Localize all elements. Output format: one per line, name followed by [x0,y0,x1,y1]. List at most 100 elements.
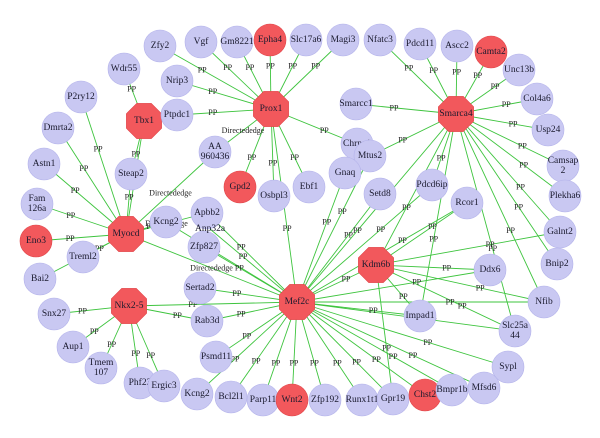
node-label: Osbpl3 [260,191,288,201]
edge-mef2c-bmpr1b [296,301,453,391]
edge-mef2c-anp32a [209,228,298,303]
edge-smarca4-kdm6b [375,113,457,266]
edge-label-mef2c-anp32a: PP [239,252,248,261]
node-label: Wnt2 [281,395,302,405]
node-wnt2: Wnt2 [275,383,309,417]
node-mtus2: Mtus2 [353,139,387,173]
node-nfib: Nfib [527,285,561,319]
node-smarca4: Smarca4 [438,96,474,132]
edge-label-mef2c-apbb2: PP [237,242,246,251]
edge-label-mef2c-bmpr1b: PP [389,352,398,361]
node-label: Bnip2 [545,259,568,269]
gene-node-circle [548,179,582,213]
node-zfy2: Zfy2 [143,29,177,63]
node-label: Bmpr1b [436,385,467,395]
edge-label-prox1-vgf: PP [223,63,232,72]
edge-label-myocd-fam126a: PP [66,211,75,220]
gene-node-circle [257,179,291,213]
edge-label-prox1-gm8221: PP [245,63,254,72]
gene-node-circle [37,297,71,331]
node-label: Pdcd6ip [416,180,447,190]
edge-mef2c-runx1t1 [296,301,363,401]
node-label: Kdm6b [362,260,391,270]
edge-myocd-p2ry12 [80,96,127,235]
edge-mef2c-nkx25 [128,301,298,307]
edge-mef2c-ddx6 [296,269,491,303]
gene-node-circle [220,25,254,59]
node-label: Zfp192 [311,394,339,405]
gene-node-circle [415,168,449,202]
gene-node-circle [363,177,397,211]
gene-node-circle [198,135,232,169]
node-label: Nkx2-5 [114,301,143,311]
node-galnt2: Galnt2 [543,215,577,249]
edge-label-myocd-astn1: PP [71,186,80,195]
node-psmd11: Psmd11 [199,340,233,374]
edge-label-mef2c-chst2: PP [372,355,381,364]
gene-node-circle [403,299,437,333]
edge-label-myocd-aa960436: Directededge [149,189,192,198]
edge-mef2c-chst2 [296,301,426,396]
node-wdr55: Wdr55 [107,52,141,86]
node-ptpdc1: Ptpdc1 [160,98,194,132]
node-label: Bcl2l1 [218,392,244,402]
node-label: Gpd2 [229,182,250,192]
node-dmrta2: Dmrta2 [41,111,75,145]
edge-label-smarca4-slc25a44: PP [488,244,497,253]
hub-node-shape [438,96,474,132]
gene-node-circle [143,29,177,63]
node-rcor1: Rcor1 [450,186,484,220]
node-vgf: Vgf [184,25,218,59]
highlight-node-circle [474,35,508,69]
node-plekha6: Plekha6 [548,179,582,213]
node-label: Kcng2 [184,389,210,399]
gene-node-circle [27,147,61,181]
node-label: Galnt2 [547,227,573,237]
edge-label-mef2c-gnaq: PP [322,218,331,227]
node-camta2: Camta2 [474,35,508,69]
edge-label-tbx1-steap2: PP [131,149,140,158]
node-label: Slc17a6 [291,35,322,45]
hub-node-shape [108,216,144,252]
node-ascc2: Ascc2 [440,29,474,63]
node-label: Apbb2 [194,208,220,218]
gene-node-circle [180,377,214,411]
edge-label-prox1-aa960436: Directededge [222,126,265,135]
edge-label-myocd-treml2: PP [95,244,104,253]
node-setd8: Setd8 [363,177,397,211]
node-zfp827: Zfp827 [187,230,221,264]
node-bcl2l1: Bcl2l1 [214,380,248,414]
node-nfatc3: Nfatc3 [363,23,397,57]
node-rab3d: Rab3d [190,304,224,338]
node-sypl: Sypl [491,350,525,384]
edge-label-mef2c-runx1t1: PP [333,358,342,367]
gene-node-circle [531,113,565,147]
edge-mef2c-apbb2 [206,212,298,303]
node-label: P2ry12 [67,92,95,102]
edge-label-mef2c-zfp827: PP [235,263,244,272]
edge-label-nkx25-ergic3: PP [146,351,155,360]
edge-kdm6b-galnt2 [375,231,561,266]
node-gm8221: Gm8221 [220,25,254,59]
node-label: Kcng2 [153,217,179,227]
gene-node-circle [440,29,474,63]
gene-node-circle [56,330,90,364]
edge-label-prox1-mef2c: PP [283,224,292,233]
node-myocd: Myocd [108,216,144,252]
gene-node-circle [41,111,75,145]
edge-label-mef2c-zfp192: PP [310,358,319,367]
edge-smarca4-impad1 [419,113,457,317]
gene-node-circle [540,247,574,281]
hub-node-shape [253,91,289,127]
node-label: Chst2 [414,390,436,400]
gene-node-circle [328,156,362,190]
node-label: Eno3 [26,236,46,246]
gene-node-circle [84,351,118,385]
edge-mef2c-pdcd6ip [296,184,433,303]
